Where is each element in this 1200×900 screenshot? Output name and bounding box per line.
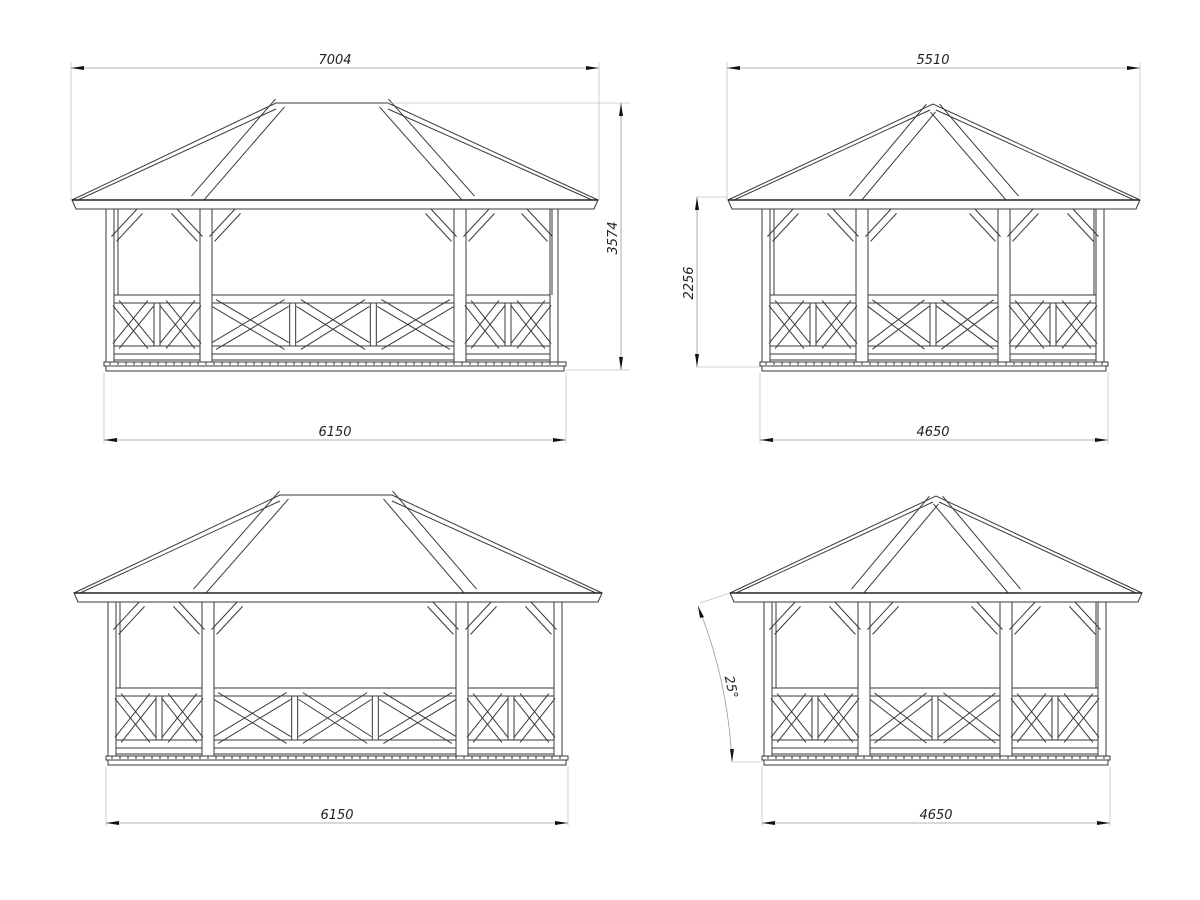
railing-section — [213, 687, 457, 755]
railing-section — [466, 687, 556, 755]
post — [855, 208, 869, 363]
dimension-6150-bottom: 6150 — [105, 766, 569, 826]
frame — [762, 601, 1110, 757]
long-elevation-top — [71, 98, 599, 372]
short-elevation-bottom — [729, 495, 1143, 766]
dimension-4650-top: 4650 — [759, 372, 1109, 444]
dim-text-4650-top: 4650 — [916, 425, 949, 440]
dimension-2256: 2256 — [682, 196, 760, 368]
dimension-4650-bottom: 4650 — [761, 766, 1111, 826]
dim-text-3574: 3574 — [606, 221, 621, 254]
post — [105, 208, 115, 363]
long-elevation-bottom — [73, 490, 603, 766]
railing-section — [211, 294, 455, 361]
dim-text-7004: 7004 — [318, 53, 351, 68]
roof — [729, 495, 1143, 603]
post — [997, 208, 1011, 363]
floor-deck — [103, 361, 567, 372]
post — [453, 208, 467, 363]
roof — [71, 98, 599, 210]
post — [761, 208, 771, 363]
dim-text-6150-bottom: 6150 — [320, 808, 353, 823]
post — [107, 601, 117, 757]
floor-deck — [761, 755, 1111, 766]
railing-section — [869, 687, 1001, 755]
post — [199, 208, 213, 363]
dimension-3574: 3574 — [388, 102, 630, 371]
post — [999, 601, 1013, 757]
post — [763, 601, 773, 757]
dim-text-angle: 25° — [721, 674, 740, 700]
railing-section — [768, 294, 858, 361]
frame — [106, 601, 568, 757]
frame — [104, 208, 566, 363]
dim-text-5510: 5510 — [916, 53, 949, 68]
elevation-views — [71, 98, 1143, 766]
floor-deck — [759, 361, 1109, 372]
post — [857, 601, 871, 757]
short-elevation-top — [727, 103, 1141, 372]
roof — [727, 103, 1141, 210]
post — [455, 601, 469, 757]
post — [1097, 601, 1107, 757]
railing-section — [867, 294, 999, 361]
post — [549, 208, 559, 363]
post — [201, 601, 215, 757]
railing-section — [112, 294, 202, 361]
dim-text-6150-top: 6150 — [318, 425, 351, 440]
dimension-6150-top: 6150 — [103, 372, 567, 444]
railing-section — [464, 294, 552, 361]
dimension-5510: 5510 — [726, 53, 1141, 200]
floor-deck — [105, 755, 569, 766]
dimension-7004: 7004 — [70, 53, 600, 200]
post — [1095, 208, 1105, 363]
railing-section — [770, 687, 860, 755]
railing-section — [114, 687, 204, 755]
roof — [73, 490, 603, 603]
frame — [760, 208, 1108, 363]
dimension-angle-25: 25° — [697, 592, 762, 763]
dim-text-4650-bottom: 4650 — [919, 808, 952, 823]
railing-section — [1010, 687, 1100, 755]
post — [553, 601, 563, 757]
dimension-layer: 7004 3574 6150 — [70, 53, 1141, 826]
railing-section — [1008, 294, 1098, 361]
dim-text-2256: 2256 — [682, 266, 697, 299]
